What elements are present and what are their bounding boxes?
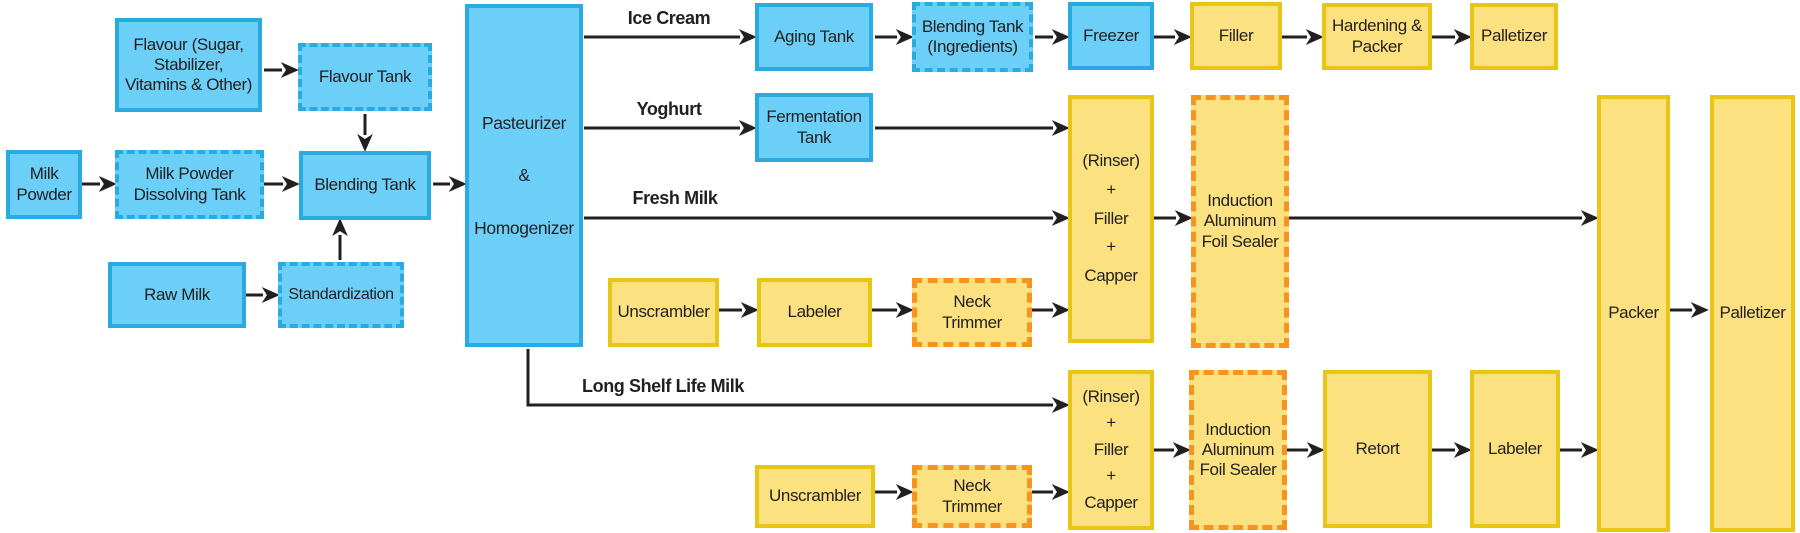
node-induction-sealer-1: Induction Aluminum Foil Sealer bbox=[1191, 95, 1289, 348]
node-unscrambler-2: Unscrambler bbox=[755, 465, 875, 528]
node-neck-trimmer-1: Neck Trimmer bbox=[912, 278, 1032, 347]
node-unscrambler-1: Unscrambler bbox=[608, 278, 719, 347]
node-rinser-filler-capper-1: (Rinser) + Filler + Capper bbox=[1068, 95, 1154, 343]
node-fermentation-tank: Fermentation Tank bbox=[755, 93, 873, 162]
node-palletizer-ice-cream: Palletizer bbox=[1470, 3, 1558, 70]
node-induction-sealer-2: Induction Aluminum Foil Sealer bbox=[1189, 370, 1287, 530]
node-rinser-filler-capper-2: (Rinser) + Filler + Capper bbox=[1068, 370, 1154, 530]
node-retort: Retort bbox=[1323, 370, 1432, 528]
edge-label-yoghurt: Yoghurt bbox=[636, 99, 702, 119]
node-flavour: Flavour (Sugar, Stabilizer, Vitamins & O… bbox=[115, 18, 262, 112]
edge-label-long-shelf-life-milk: Long Shelf Life Milk bbox=[582, 376, 744, 396]
node-filler: Filler bbox=[1190, 2, 1282, 70]
arrow-long-shelf-life-branch bbox=[526, 349, 1070, 413]
node-neck-trimmer-2: Neck Trimmer bbox=[912, 465, 1032, 528]
node-pasteurizer-homogenizer: Pasteurizer & Homogenizer bbox=[465, 4, 583, 347]
node-labeler-1: Labeler bbox=[757, 278, 872, 347]
node-packer: Packer bbox=[1597, 95, 1670, 532]
node-freezer: Freezer bbox=[1068, 2, 1154, 70]
node-hardening-packer: Hardening & Packer bbox=[1322, 3, 1432, 70]
node-milk-powder-dissolving-tank: Milk Powder Dissolving Tank bbox=[115, 150, 264, 219]
edge-label-ice-cream: Ice Cream bbox=[627, 8, 711, 28]
node-flavour-tank: Flavour Tank bbox=[298, 43, 432, 111]
node-blending-tank: Blending Tank bbox=[299, 151, 431, 220]
node-palletizer-final: Palletizer bbox=[1710, 95, 1795, 532]
node-labeler-2: Labeler bbox=[1470, 370, 1560, 528]
node-raw-milk: Raw Milk bbox=[108, 262, 246, 328]
node-aging-tank: Aging Tank bbox=[755, 3, 873, 71]
node-milk-powder: Milk Powder bbox=[6, 150, 82, 219]
node-standardization: Standardization bbox=[278, 262, 404, 328]
node-blending-tank-ingredients: Blending Tank (Ingredients) bbox=[912, 2, 1033, 72]
edge-label-fresh-milk: Fresh Milk bbox=[632, 188, 718, 208]
